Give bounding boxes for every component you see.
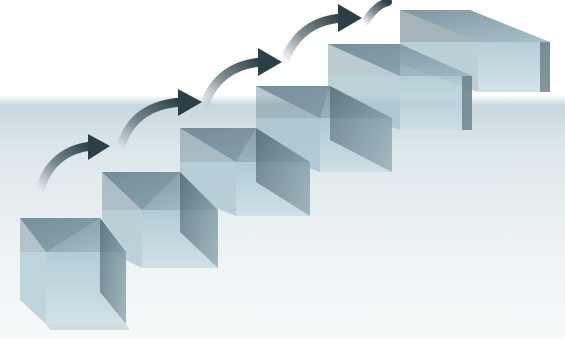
staircase-illustration (0, 0, 565, 339)
